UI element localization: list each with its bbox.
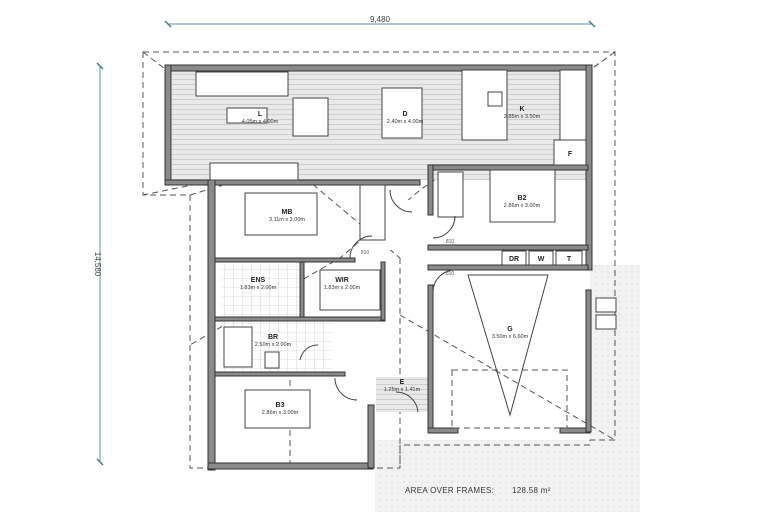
room-wir: WIR 1.83m x 2.00m [324,277,361,291]
bin [595,314,617,330]
door-size: 810 [361,250,370,256]
room-name: WIR [335,277,349,284]
washer-label: W [538,256,545,263]
door-size: 810 [446,271,455,277]
room-size: 2.86m x 3.00m [262,410,299,416]
entry-floor [376,377,429,412]
room-master: MB 3.11m x 3.00m [269,209,305,223]
bin [595,297,617,313]
door-size: 810 [446,239,455,245]
room-name: L [258,111,263,118]
room-name: B3 [276,402,285,409]
tub-label: T [567,256,572,263]
room-entry: E 1.25m x 1.41m [384,379,421,393]
room-bath: BR 2.50m x 2.00m [255,334,292,348]
ensuite-tiles [222,265,300,317]
laundry: DR W T F [501,151,583,266]
doors: 810 810 810 810 [299,189,456,413]
room-bed3: B3 2.86m x 3.00m [262,402,299,416]
room-dining: D 2.40m x 4.00m [387,111,424,125]
room-size: 2.86m x 3.00m [504,203,541,209]
room-name: BR [268,334,278,341]
room-name: B2 [518,195,527,202]
room-size: 2.40m x 4.00m [387,119,424,125]
area-label: AREA OVER FRAMES: [405,486,494,495]
width-dimension: 9,480 [164,15,596,28]
room-kitchen: K 2.85m x 3.50m [504,106,541,120]
room-garage: G 3.50m x 6.60m [492,326,529,340]
room-name: D [402,111,407,118]
room-size: 1.25m x 1.41m [384,387,421,393]
walls [164,64,593,471]
area-value: 128.58 m² [512,486,551,495]
room-size: 1.83m x 2.00m [324,285,361,291]
room-size: 2.50m x 2.00m [255,342,292,348]
room-name: ENS [251,277,266,284]
garage-car-outline [467,274,549,417]
room-size: 1.83m x 2.00m [240,285,277,291]
room-size: 2.85m x 3.50m [504,114,541,120]
room-living: L 4.05m x 4.00m [242,111,279,125]
room-size: 3.11m x 3.00m [269,217,305,223]
room-name: G [507,326,513,333]
fridge-label: F [568,151,573,158]
room-name: MB [282,209,293,216]
width-dimension-label: 9,480 [370,15,391,24]
living-furniture [195,69,587,181]
height-dimension-label: 14,580 [93,252,102,277]
bedroom-furniture [223,169,556,429]
room-name: E [400,379,405,386]
dryer-label: DR [509,256,519,263]
room-name: K [519,106,524,113]
room-bed2: B2 2.86m x 3.00m [504,195,541,209]
room-size: 3.50m x 6.60m [492,334,529,340]
garage-door-outline [451,369,568,429]
height-dimension: 14,580 [93,62,104,466]
room-size: 4.05m x 4.00m [242,119,279,125]
room-ensuite: ENS 1.83m x 2.00m [240,277,277,291]
